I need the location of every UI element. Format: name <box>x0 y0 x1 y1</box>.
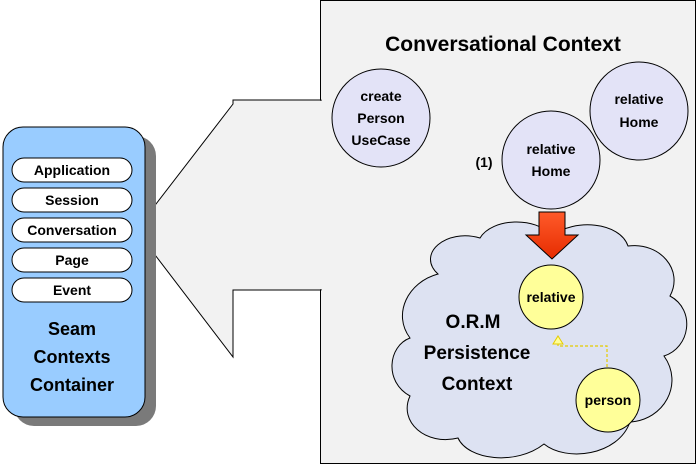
persistence-context-line-3: Context <box>442 374 513 395</box>
scope-conversation-label: Conversation <box>27 222 116 238</box>
scope-list: Application Session Conversation Page Ev… <box>11 157 133 303</box>
persistence-context-label: O.R.M Persistence Context <box>424 312 531 395</box>
scope-event[interactable] <box>11 277 133 303</box>
marker-label: (1) <box>475 154 492 170</box>
scope-session-label: Session <box>45 192 99 208</box>
bean-create-person-line-2: Person <box>357 110 404 126</box>
bean-create-person-line-3: UseCase <box>351 132 410 148</box>
entity-person: person <box>575 367 641 433</box>
scope-page[interactable] <box>11 247 133 273</box>
bean-relative-home-top-line-2: Home <box>620 114 659 130</box>
bean-relative-home-mid-line-2: Home <box>532 163 571 179</box>
down-arrow <box>524 211 580 260</box>
bean-create-person-line-1: create <box>360 88 401 104</box>
scope-application[interactable] <box>11 157 133 183</box>
scope-event-label: Event <box>53 282 91 298</box>
container-label-line-2: Contexts <box>33 347 110 367</box>
dotted-association-arrow <box>557 337 608 372</box>
scope-session[interactable] <box>11 187 133 213</box>
entity-relative-label: relative <box>526 289 575 305</box>
persistence-context-line-2: Persistence <box>424 343 531 364</box>
bean-relative-home-mid-line-1: relative <box>526 141 575 157</box>
big-left-arrow <box>135 99 322 359</box>
container-label-line-1: Seam <box>48 319 96 339</box>
dotted-arrow-head <box>552 335 564 345</box>
bean-relative-home-top: relative Home <box>589 61 689 161</box>
bean-relative-home-mid: relative Home <box>501 110 601 210</box>
scope-page-label: Page <box>55 252 89 268</box>
conversational-context-title: Conversational Context <box>385 33 621 56</box>
persistence-context-line-1: O.R.M <box>446 312 501 333</box>
container-label: Seam Contexts Container <box>30 319 114 395</box>
bean-create-person-usecase: create Person UseCase <box>331 68 431 168</box>
bean-relative-home-top-line-1: relative <box>614 91 663 107</box>
scope-conversation[interactable] <box>11 217 133 243</box>
entity-relative: relative <box>518 264 584 330</box>
scope-application-label: Application <box>34 162 110 178</box>
entity-person-label: person <box>585 392 632 408</box>
container-label-line-3: Container <box>30 375 114 395</box>
